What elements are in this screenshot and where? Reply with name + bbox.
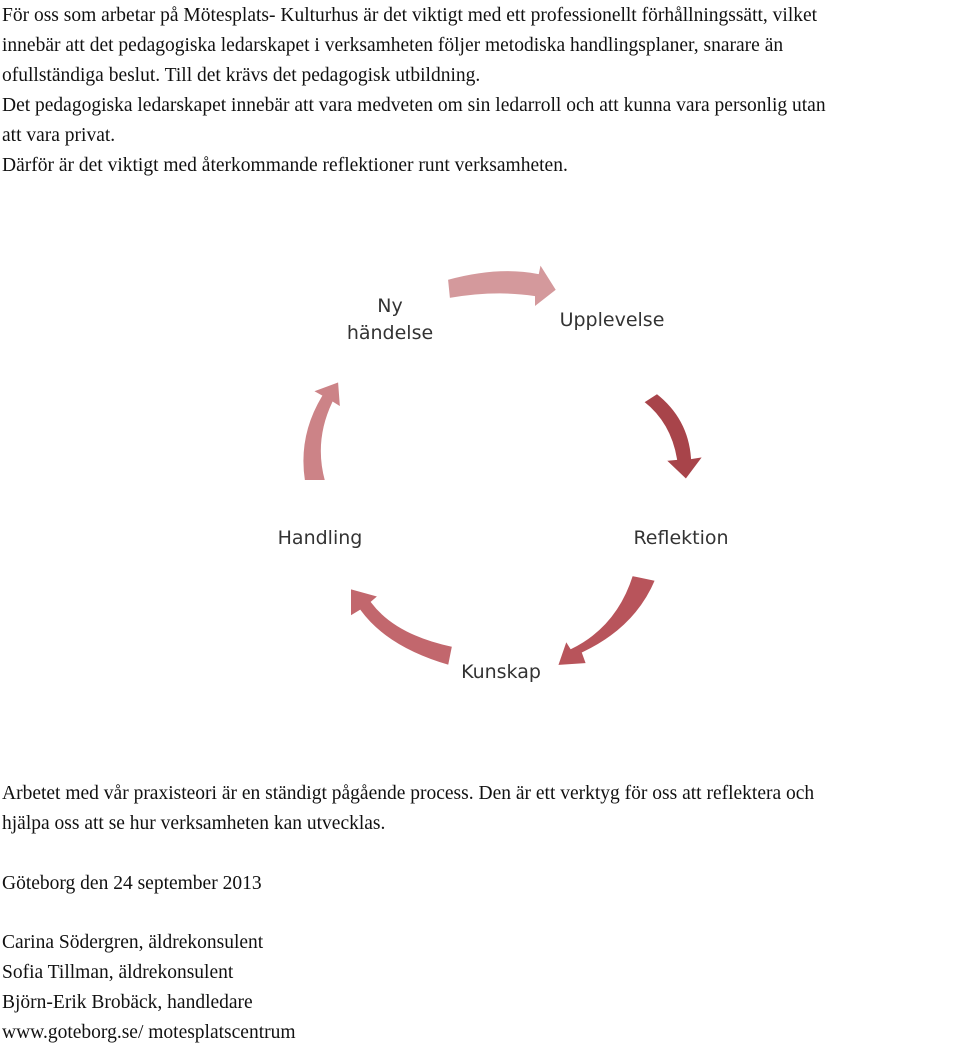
signature-line: Sofia Tillman, äldrekonsulent xyxy=(2,962,234,983)
intro-line: Därför är det viktigt med återkommande r… xyxy=(2,155,568,176)
intro-line: Det pedagogiska ledarskapet innebär att … xyxy=(2,95,826,116)
arrow-upplevelse-to-reflektion xyxy=(641,391,707,482)
outro-line: hjälpa oss att se hur verksamheten kan u… xyxy=(2,813,386,834)
intro-line: ofullständiga beslut. Till det krävs det… xyxy=(2,65,481,86)
label-handling: Handling xyxy=(278,527,363,549)
label-upplevelse: Upplevelse xyxy=(560,309,665,331)
intro-paragraph: För oss som arbetar på Mötesplats- Kultu… xyxy=(2,1,826,181)
arrow-kunskap-to-handling xyxy=(349,586,455,668)
signature-line: Björn-Erik Brobäck, handledare xyxy=(2,992,253,1013)
intro-line: innebär att det pedagogiska ledarskapet … xyxy=(2,35,784,56)
date-text: Göteborg den 24 september 2013 xyxy=(2,873,262,894)
signature-block: Carina Södergren, äldrekonsulent Sofia T… xyxy=(2,928,296,1048)
label-kunskap: Kunskap xyxy=(461,661,541,683)
label-reflektion: Reflektion xyxy=(633,527,728,549)
outro-line: Arbetet med vår praxisteori är en ständi… xyxy=(2,783,815,804)
intro-line: att vara privat. xyxy=(2,125,116,146)
arrow-handling-to-ny xyxy=(301,379,343,482)
signature-line: Carina Södergren, äldrekonsulent xyxy=(2,932,264,953)
label-handelse: händelse xyxy=(347,322,433,344)
arrow-ny-to-upplevelse xyxy=(445,260,559,311)
date-line: Göteborg den 24 september 2013 xyxy=(2,869,262,899)
label-ny: Ny xyxy=(377,295,402,317)
website-link[interactable]: www.goteborg.se/ motesplatscentrum xyxy=(2,1022,296,1043)
intro-line: För oss som arbetar på Mötesplats- Kultu… xyxy=(2,5,818,26)
outro-paragraph: Arbetet med vår praxisteori är en ständi… xyxy=(2,779,814,839)
arrow-reflektion-to-kunskap xyxy=(555,573,658,668)
